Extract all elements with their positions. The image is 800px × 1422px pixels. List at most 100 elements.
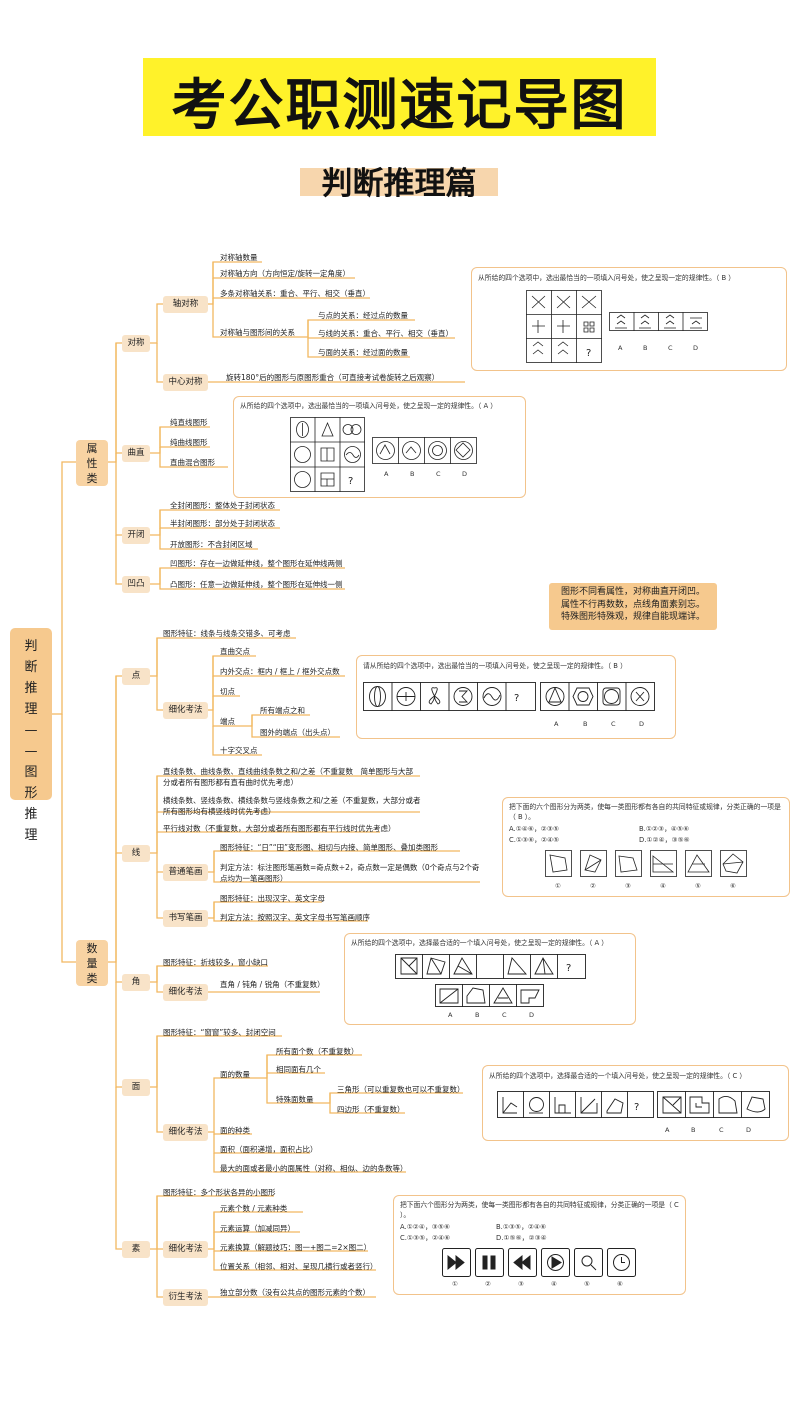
text-point-item-2: 内外交点：框内 / 框上 / 框外交点数: [220, 667, 340, 676]
page-title: 考公职测速记导图: [171, 73, 628, 137]
text-point-end-1: 所有端点之和: [260, 706, 305, 715]
q6-option-b: B: [691, 1126, 696, 1134]
q4-label-3: ③: [625, 882, 631, 890]
node-normal-stroke: 普通笔画: [163, 864, 208, 881]
subtitle-highlight: [300, 168, 498, 196]
node-element: 素: [122, 1241, 150, 1258]
q4-choice-b: B.①②③，④⑤⑥: [639, 825, 690, 833]
node-curve-straight: 曲直: [122, 445, 150, 462]
question-3-figures: ?: [363, 682, 655, 711]
text-convex-item-1: 凹图形：存在一边做延伸线，整个图形在延伸线两侧: [170, 559, 343, 568]
text-multi-axis: 多条对称轴关系：重合、平行、相交（垂直）: [220, 289, 370, 298]
question-4-figures: [545, 850, 747, 877]
text-line-item-3: 平行线对数（不重复数，大部分或者所有图形都有平行线时优先考虑）: [163, 824, 396, 833]
text-axis-count: 对称轴数量: [220, 253, 258, 262]
text-face-count-item-3: 特殊面数量: [276, 1095, 314, 1104]
text-line-item-1: 直线条数、曲线条数、直线曲线条数之和/之差（不重复数 简单图形与大部分或者所有图…: [163, 767, 414, 787]
text-open-item-2: 半封闭图形：部分处于封闭状态: [170, 519, 275, 528]
category-attr-label: 属性类: [86, 442, 98, 485]
page-subtitle: 判断推理篇: [321, 166, 477, 202]
text-point-relation: 与点的关系：经过点的数量: [318, 311, 408, 320]
text-stroke-feature: 图形特征：“日”“田”变形图、相切与内接、简单图形、叠加类图形: [220, 843, 439, 852]
text-angle-item: 直角 / 钝角 / 锐角（不重复数）: [220, 980, 325, 989]
text-face-count-item-1: 所有面个数（不重复数）: [276, 1047, 359, 1056]
q1-option-d: D: [693, 344, 699, 352]
q4-label-1: ①: [555, 882, 561, 890]
node-convex-concave: 凹凸: [122, 576, 150, 593]
question-6-figures: ?: [497, 1091, 770, 1118]
question-7-figures: [442, 1248, 636, 1277]
q1-option-c: C: [668, 344, 673, 352]
q4-choice-a: A.①④⑥，②③⑤: [509, 825, 560, 833]
text-writing-method: 判定方法：按照汉字、英文字母书写笔画顺序: [220, 913, 370, 922]
text-element-item-2: 元素运算（加减同异）: [220, 1224, 295, 1233]
text-stroke-method: 判定方法：标注图形笔画数=奇点数÷2，奇点数一定是偶数（0个奇点与2个奇点均为一…: [220, 863, 480, 883]
question-panel-7: 把下面六个图形分为两类，使每一类图形都有各自的共同特征或规律，分类正确的一项是（…: [393, 1195, 686, 1295]
q7-label-3: ③: [518, 1280, 524, 1288]
node-point: 点: [122, 668, 150, 685]
text-special-face-1: 三角形（可以重复数也可以不重复数）: [337, 1085, 465, 1094]
q4-label-2: ②: [590, 882, 596, 890]
text-point-item-4: 端点: [220, 717, 235, 726]
text-axis-relation: 对称轴与图形间的关系: [220, 328, 295, 337]
q2-option-b: B: [410, 470, 415, 478]
question-5-figures: ?: [395, 954, 586, 1007]
root-label: 判断推理——图形推理: [24, 639, 38, 843]
title-background: [143, 58, 656, 136]
node-writing-stroke: 书写笔画: [163, 910, 208, 927]
question-5-qmark: ?: [566, 963, 571, 974]
text-point-feature: 图形特征：线条与线条交错多、可考虑: [163, 629, 291, 638]
q3-option-d: D: [639, 720, 645, 728]
q6-option-a: A: [665, 1126, 670, 1134]
q6-option-d: D: [746, 1126, 752, 1134]
question-panel-4: 把下面的六个图形分为两类，使每一类图形都有各自的共同特征或规律，分类正确的一项是…: [502, 797, 790, 897]
text-derived-item: 独立部分数（没有公共点的图形元素的个数）: [220, 1288, 370, 1297]
node-face-refine: 细化考法: [163, 1124, 208, 1141]
category-count: [76, 940, 108, 986]
q5-option-b: B: [475, 1011, 480, 1019]
q2-option-a: A: [384, 470, 389, 478]
node-face: 面: [122, 1079, 150, 1096]
mnemonic-note: 图形不同看属性，对称曲直开闭凹。属性不行再数数，点线角面素别忘。特殊图形特殊观，…: [549, 583, 717, 630]
question-1-options: [609, 312, 708, 331]
text-face-other-2: 面积（面积递增，面积占比）: [220, 1145, 318, 1154]
q3-option-c: C: [611, 720, 616, 728]
node-point-refine: 细化考法: [163, 702, 208, 719]
q2-option-d: D: [462, 470, 468, 478]
node-symmetry: 对称: [122, 335, 150, 352]
q5-option-d: D: [529, 1011, 535, 1019]
text-curve-item-2: 纯曲线图形: [170, 438, 208, 447]
node-element-refine: 细化考法: [163, 1241, 208, 1258]
text-axis-direction: 对称轴方向（方向恒定/旋转一定角度）: [220, 269, 351, 278]
q4-choice-c: C.①③⑥，②④⑤: [509, 836, 560, 844]
q7-choice-a: A.①②④，③⑤⑥: [400, 1223, 451, 1231]
text-curve-item-3: 直曲混合图形: [170, 458, 215, 467]
q7-choice-b: B.①③⑤，②④⑥: [496, 1223, 547, 1231]
q7-label-2: ②: [485, 1280, 491, 1288]
text-open-item-3: 开放图形：不含封闭区域: [170, 540, 253, 549]
q5-option-c: C: [502, 1011, 507, 1019]
text-element-item-3: 元素换算（解题技巧：图一+图二=2×图二）: [220, 1243, 372, 1252]
question-2-text: 从所给的四个选项中，选出最恰当的一项填入问号处，使之呈现一定的规律性。（ A ）: [240, 402, 498, 410]
question-3-qmark: ?: [514, 693, 519, 704]
text-central-desc: 旋转180°后的图形与原图形重合（可直接考试卷旋转之后观察）: [226, 373, 440, 382]
q3-option-b: B: [583, 720, 588, 728]
text-face-count-item-2: 相同面有几个: [276, 1065, 321, 1074]
question-panel-2: 从所给的四个选项中，选出最恰当的一项填入问号处，使之呈现一定的规律性。（ A ）…: [233, 396, 526, 498]
text-convex-item-2: 凸图形：任意一边做延伸线，整个图形在延伸线一侧: [170, 580, 343, 589]
text-point-item-5: 十字交叉点: [220, 746, 258, 755]
node-angle-refine: 细化考法: [163, 984, 208, 1001]
question-panel-3: 请从所给的四个选项中，选出最恰当的一项填入问号处，使之呈现一定的规律性。（ B …: [356, 655, 676, 739]
text-face-count: 面的数量: [220, 1070, 250, 1079]
text-point-item-1: 直曲交点: [220, 647, 250, 656]
text-face-other-3: 最大的面或者最小的面属性（对称、相似、边的条数等）: [220, 1164, 408, 1173]
question-1-text: 从所给的四个选项中，选出最恰当的一项填入问号处，使之呈现一定的规律性。（ B ）: [478, 274, 736, 282]
root-node: [10, 628, 52, 800]
text-line-relation: 与线的关系：重合、平行、相交（垂直）: [318, 329, 453, 338]
q7-choice-d: D.①⑤⑥，②③④: [496, 1234, 547, 1242]
text-element-item-4: 位置关系（相邻、相对、呈现几横行或者竖行）: [220, 1262, 378, 1271]
question-7-text: 把下面六个图形分为两类，使每一类图形都有各自的共同特征或规律，分类正确的一项是（…: [400, 1201, 679, 1219]
text-open-item-1: 全封闭图形：整体处于封闭状态: [170, 501, 275, 510]
q4-label-4: ④: [660, 882, 666, 890]
